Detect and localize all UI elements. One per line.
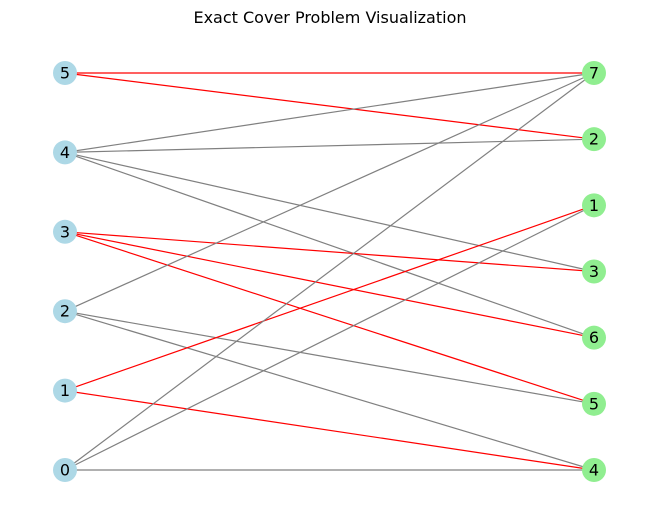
edge-2-to-5 <box>64 310 595 405</box>
left-node-circle <box>53 458 77 482</box>
right-node-circle <box>582 325 606 350</box>
right-node-circle <box>582 259 606 284</box>
left-node-circle <box>53 219 77 244</box>
right-node-6: 6 <box>582 325 606 350</box>
left-node-label: 2 <box>60 302 70 321</box>
right-node-3: 3 <box>582 259 606 284</box>
left-node-circle <box>53 61 77 85</box>
left-node-label: 4 <box>60 143 70 162</box>
right-node-circle <box>582 391 606 416</box>
edge-5-to-2 <box>64 72 595 140</box>
edge-0-to-7 <box>64 72 595 471</box>
edge-2-to-4 <box>64 310 595 471</box>
left-node-5: 5 <box>53 61 77 85</box>
right-node-circle <box>582 127 606 152</box>
left-node-4: 4 <box>53 140 77 165</box>
right-node-circle <box>582 458 606 482</box>
left-node-label: 0 <box>60 461 70 480</box>
edge-1-to-1 <box>64 204 595 392</box>
right-node-label: 4 <box>589 461 599 480</box>
right-node-circle <box>582 61 606 85</box>
right-node-7: 7 <box>582 61 606 85</box>
figure-title: Exact Cover Problem Visualization <box>193 8 467 27</box>
left-node-3: 3 <box>53 219 77 244</box>
left-node-label: 3 <box>60 222 70 241</box>
right-node-label: 6 <box>589 328 599 347</box>
left-node-2: 2 <box>53 299 77 324</box>
edge-3-to-3 <box>64 231 595 273</box>
edge-0-to-1 <box>64 204 595 471</box>
edges-layer <box>64 72 595 471</box>
left-node-0: 0 <box>53 458 77 482</box>
edge-4-to-6 <box>64 151 595 339</box>
left-node-circle <box>53 299 77 324</box>
left-node-circle <box>53 140 77 165</box>
right-node-label: 3 <box>589 262 599 281</box>
right-node-label: 7 <box>589 64 599 83</box>
edge-3-to-5 <box>64 231 595 405</box>
right-node-2: 2 <box>582 127 606 152</box>
nodes-layer: 0 1 2 3 4 5 4 5 6 3 1 2 7 <box>53 61 606 482</box>
left-node-label: 1 <box>60 381 70 400</box>
right-node-5: 5 <box>582 391 606 416</box>
edge-4-to-3 <box>64 151 595 273</box>
edge-2-to-7 <box>64 72 595 312</box>
edge-4-to-2 <box>64 138 595 153</box>
left-node-1: 1 <box>53 378 77 403</box>
right-node-label: 1 <box>589 196 599 215</box>
right-node-label: 2 <box>589 130 599 149</box>
right-node-1: 1 <box>582 193 606 218</box>
left-node-circle <box>53 378 77 403</box>
right-node-circle <box>582 193 606 218</box>
left-node-label: 5 <box>60 64 70 83</box>
right-node-4: 4 <box>582 458 606 482</box>
edge-3-to-6 <box>64 231 595 339</box>
right-node-label: 5 <box>589 394 599 413</box>
edge-4-to-7 <box>64 72 595 153</box>
